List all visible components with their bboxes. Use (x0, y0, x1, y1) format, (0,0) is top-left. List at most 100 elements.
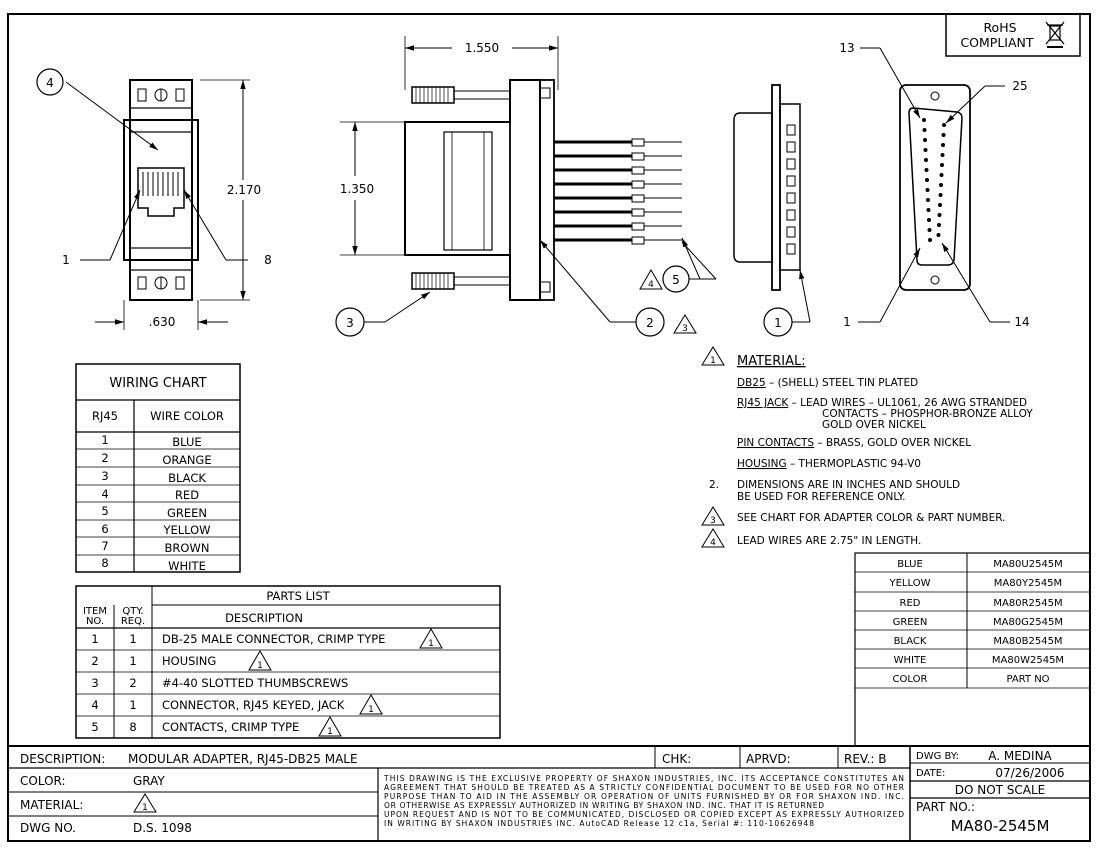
svg-text:MA80U2545M: MA80U2545M (993, 559, 1063, 570)
color-value: GRAY (133, 774, 165, 788)
aprvd-label: APRVD: (746, 752, 791, 766)
svg-text:6: 6 (101, 522, 108, 536)
table-row: 5 8 CONTACTS, CRIMP TYPE 1 (91, 716, 342, 737)
wiring-chart-title: WIRING CHART (109, 376, 206, 391)
svg-text:2: 2 (129, 676, 136, 690)
callout-db25-25: 25 (1012, 79, 1027, 93)
front-view: 4 1 8 .630 2.170 (36, 68, 272, 330)
callout-housing-note: 3 (682, 324, 688, 334)
callout-db25-13: 13 (839, 41, 854, 55)
note3-mark: 3 (710, 516, 716, 526)
svg-text:7: 7 (101, 539, 108, 553)
parts-col-item: ITEM (83, 606, 107, 617)
parts-list-title: PARTS LIST (266, 589, 330, 603)
color-chart-footer-part: PART NO (1006, 674, 1049, 685)
dwg-no-label: DWG NO. (20, 821, 76, 835)
svg-text:HOUSING: HOUSING (162, 654, 216, 668)
material-note-mark: 1 (142, 803, 148, 813)
svg-text:1: 1 (129, 654, 136, 668)
table-row: GREEN MA80G2545M (893, 617, 1063, 628)
db25-face-view: 13 25 1 14 (839, 41, 1029, 329)
svg-text:BLACK: BLACK (168, 471, 206, 485)
table-row: BLUE MA80U2545M (897, 559, 1063, 570)
svg-text:ORANGE: ORANGE (162, 453, 211, 467)
callout-contacts-note: 4 (648, 280, 654, 290)
svg-text:MA80W2545M: MA80W2545M (992, 655, 1064, 666)
note2-line2: BE USED FOR REFERENCE ONLY. (737, 491, 905, 503)
dwg-by-label: DWG BY: (916, 751, 959, 762)
svg-text:YELLOW: YELLOW (889, 578, 931, 589)
svg-text:1: 1 (368, 705, 374, 715)
db25-side-view: 1 (733, 84, 811, 337)
callout-front-4: 4 (46, 76, 54, 90)
notes-block: 1 MATERIAL: DB25 – (SHELL) STEEL TIN PLA… (701, 346, 1033, 548)
dwg-no-value: D.S. 1098 (133, 821, 192, 835)
svg-text:BLUE: BLUE (897, 559, 923, 570)
svg-text:1: 1 (129, 632, 136, 646)
svg-text:MA80B2545M: MA80B2545M (993, 636, 1062, 647)
svg-text:AGREEMENT THAT SHOULD BE TREAT: AGREEMENT THAT SHOULD BE TREATED AS A ST… (384, 783, 904, 792)
svg-text:CONNECTOR, RJ45 KEYED, JACK: CONNECTOR, RJ45 KEYED, JACK (162, 698, 345, 712)
table-row: 6 YELLOW (101, 522, 210, 537)
date-value: 07/26/2006 (995, 766, 1064, 780)
svg-text:BROWN: BROWN (165, 541, 210, 555)
note-rj45-line2: CONTACTS – PHOSPHOR-BRONZE ALLOY (822, 408, 1033, 420)
table-row: 4 1 CONNECTOR, RJ45 KEYED, JACK 1 (91, 694, 383, 715)
note-housing: HOUSING – THERMOPLASTIC 94-V0 (737, 458, 921, 470)
parts-col-description: DESCRIPTION (225, 611, 303, 625)
svg-text:3: 3 (101, 469, 108, 483)
note-rj45-line3: GOLD OVER NICKEL (822, 419, 926, 431)
legal-notice: THIS DRAWING IS THE EXCLUSIVE PROPERTY O… (383, 774, 904, 828)
table-row: 3 BLACK (101, 469, 206, 485)
callout-front-1: 1 (62, 253, 70, 267)
table-row: 7 BROWN (101, 539, 209, 555)
callout-front-8: 8 (264, 253, 272, 267)
svg-text:RED: RED (900, 598, 921, 609)
svg-text:MA80Y2545M: MA80Y2545M (994, 578, 1062, 589)
svg-text:GREEN: GREEN (167, 506, 207, 520)
note-db25: DB25 – (SHELL) STEEL TIN PLATED (737, 377, 918, 389)
svg-text:2: 2 (101, 451, 108, 465)
svg-text:YELLOW: YELLOW (162, 523, 210, 537)
rohs-label: RoHS (983, 20, 1016, 35)
part-no-label: PART NO.: (916, 800, 975, 814)
svg-text:UPON REQUEST AND IS NOT TO BE: UPON REQUEST AND IS NOT TO BE COMMUNICAT… (384, 810, 904, 819)
notes-title: MATERIAL: (737, 354, 806, 369)
svg-text:MA80G2545M: MA80G2545M (993, 617, 1063, 628)
callout-db25-1: 1 (774, 316, 782, 330)
table-row: 3 2 #4-40 SLOTTED THUMBSCREWS (91, 676, 348, 690)
svg-text:1: 1 (428, 639, 434, 649)
parts-col-item-2: NO. (86, 616, 104, 627)
svg-text:CONTACTS, CRIMP TYPE: CONTACTS, CRIMP TYPE (162, 720, 299, 734)
svg-text:4: 4 (91, 698, 98, 712)
scale-note: DO NOT SCALE (955, 783, 1046, 797)
title-block: DESCRIPTION: MODULAR ADAPTER, RJ45-DB25 … (8, 745, 1090, 841)
parts-col-qty-2: REQ. (121, 616, 145, 627)
svg-text:OR OTHERWISE AS EXPRESSLY AUTH: OR OTHERWISE AS EXPRESSLY AUTHORIZED IN … (384, 801, 824, 810)
dim-width-front: .630 (95, 300, 228, 330)
svg-text:1: 1 (327, 727, 333, 737)
note4-mark: 4 (710, 538, 716, 548)
svg-text:DB-25 MALE CONNECTOR, CRIMP TY: DB-25 MALE CONNECTOR, CRIMP TYPE (162, 632, 385, 646)
note-rj45: RJ45 JACK – LEAD WIRES – UL1061, 26 AWG … (737, 397, 1027, 409)
svg-text:1: 1 (91, 632, 98, 646)
note2-line1: DIMENSIONS ARE IN INCHES AND SHOULD (737, 479, 960, 491)
table-row: 2 1 HOUSING 1 (91, 650, 272, 671)
svg-text:4: 4 (101, 487, 108, 501)
svg-text:GREEN: GREEN (893, 617, 928, 628)
material-label: MATERIAL: (20, 798, 83, 812)
dim-width-front-label: .630 (149, 315, 176, 329)
svg-text:WHITE: WHITE (168, 559, 206, 573)
dim-length-side-label: 1.550 (465, 41, 499, 55)
svg-text:5: 5 (91, 720, 98, 734)
